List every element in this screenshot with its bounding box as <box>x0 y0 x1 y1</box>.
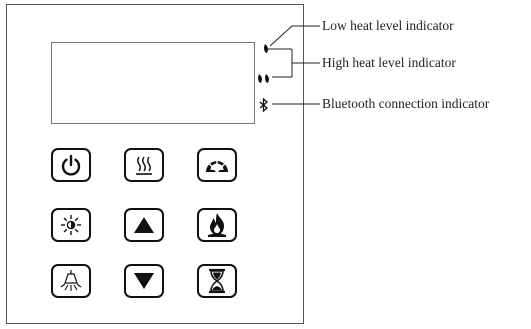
arrow-up-icon <box>133 215 155 235</box>
high-heat-indicator-icon <box>256 72 272 90</box>
power-icon <box>59 153 83 177</box>
low-heat-indicator-icon <box>262 42 270 60</box>
low-heat-callout-label: Low heat level indicator <box>322 18 454 33</box>
heat-button[interactable] <box>124 148 164 182</box>
flame-icon <box>205 212 229 238</box>
bluetooth-callout-label: Bluetooth connection indicator <box>322 96 490 111</box>
gauge-button[interactable] <box>197 148 237 182</box>
power-button[interactable] <box>51 148 91 182</box>
gauge-icon <box>204 155 230 175</box>
bluetooth-icon <box>258 97 270 117</box>
lamp-icon <box>59 269 83 293</box>
high-heat-callout-label: High heat level indicator <box>322 55 456 70</box>
flame-button[interactable] <box>197 208 237 242</box>
heat-waves-icon <box>132 153 156 177</box>
brightness-button[interactable] <box>51 208 91 242</box>
down-button[interactable] <box>124 264 164 298</box>
timer-button[interactable] <box>197 264 237 298</box>
brightness-icon <box>59 213 83 237</box>
control-panel <box>6 4 304 324</box>
hourglass-icon <box>207 268 227 294</box>
lamp-button[interactable] <box>51 264 91 298</box>
up-button[interactable] <box>124 208 164 242</box>
arrow-down-icon <box>133 271 155 291</box>
display-screen <box>51 42 255 124</box>
